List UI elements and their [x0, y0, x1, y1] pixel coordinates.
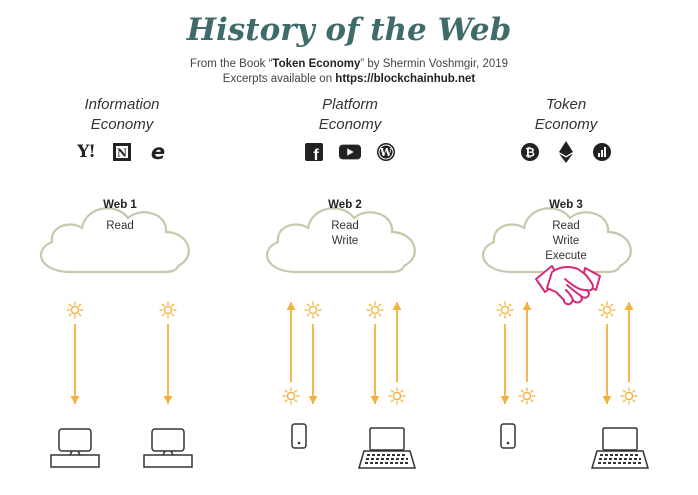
web2-laptop [358, 427, 416, 469]
yahoo-icon: Y! [77, 142, 96, 162]
internet-explorer-icon: e [150, 140, 166, 164]
facebook-icon: f [303, 141, 325, 163]
svg-text:₿: ₿ [525, 146, 535, 160]
handshake-icon [535, 265, 601, 306]
cloud-web3-text: Web 3 Read Write Execute [506, 198, 626, 264]
youtube-icon [339, 141, 361, 163]
web3-laptop [591, 427, 649, 469]
web3-connections [496, 301, 638, 405]
ethereum-icon [555, 141, 577, 163]
cloud-web3-title: Web 3 [549, 199, 583, 211]
subtitle-link: Excerpts available on https://blockchain… [222, 73, 476, 85]
web1-desktop-left [50, 428, 100, 468]
web2-connections [282, 301, 406, 405]
cloud-web1-title: Web 1 [103, 199, 137, 211]
token-chart-icon [591, 141, 613, 163]
web1-desktop-right [143, 428, 193, 468]
cloud-web1-text: Web 1 Read [60, 198, 180, 234]
cloud-web2-text: Web 2 Read Write [285, 198, 405, 249]
newspaper-icon: N [111, 141, 133, 163]
subtitle-source: From the Book “Token Economy” by Shermin… [189, 58, 509, 70]
page-title: History of the Web [186, 12, 512, 48]
website-link[interactable]: https://blockchainhub.net [335, 73, 476, 85]
web3-phone [500, 423, 516, 449]
web1-connections [66, 301, 177, 405]
cloud-web2-title: Web 2 [328, 199, 362, 211]
web3-icons: ₿ [486, 141, 646, 163]
svg-text:W: W [379, 146, 393, 159]
svg-text:N: N [117, 147, 127, 160]
book-title: Token Economy [272, 58, 361, 70]
web2-phone [291, 423, 307, 449]
svg-text:f: f [313, 147, 319, 162]
wordpress-icon: W [375, 141, 397, 163]
web1-icons: Y! N e [42, 140, 202, 164]
bitcoin-icon: ₿ [519, 141, 541, 163]
web2-icons: f W [270, 141, 430, 163]
